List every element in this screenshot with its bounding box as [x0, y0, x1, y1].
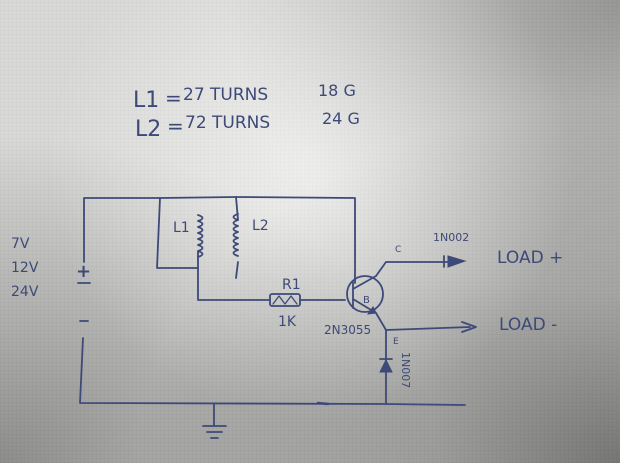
load-minus-arrow: [461, 321, 477, 333]
diode-1n007-symbol: [379, 358, 393, 373]
label-transistor: 2N3055: [324, 323, 371, 337]
supply-voltage-12v: 12V: [11, 260, 39, 276]
spec-l2-wire: 24 G: [322, 109, 360, 128]
transistor-emitter-arrow: [366, 306, 377, 315]
spec-l2-label: L2: [135, 117, 161, 142]
label-diode-top: 1N002: [433, 231, 469, 244]
spec-l2-eq: =: [167, 114, 184, 138]
label-base: B: [363, 295, 370, 306]
supply-voltage-7v: 7V: [11, 236, 30, 252]
l2-bottom-wire: [235, 261, 239, 279]
ground-symbol: [202, 403, 227, 439]
resistor-r1: [269, 293, 301, 307]
label-l1: L1: [173, 220, 190, 236]
coil-spec-l1: L1 = 27 TURNS 18 G: [133, 81, 356, 113]
ground-rail-wire: [79, 337, 466, 406]
label-r1-value: 1K: [278, 314, 297, 330]
transistor-body: [346, 275, 384, 313]
coil-l1: [197, 214, 204, 258]
label-load-minus: LOAD -: [499, 315, 557, 335]
emitter-wire: [375, 312, 471, 331]
l1-base-wire: [197, 251, 271, 301]
coil-l2: [232, 213, 239, 257]
spec-l1-label: L1: [133, 88, 159, 113]
spec-l1-wire: 18 G: [318, 81, 356, 100]
collector-wire: [375, 261, 453, 277]
spec-l1-turns: 27 TURNS: [183, 85, 268, 105]
battery-symbol: [77, 282, 91, 322]
label-diode-bottom: 1N007: [399, 352, 412, 388]
l1-top-loop-wire: [156, 197, 199, 269]
l2-top-wire: [235, 196, 239, 221]
spec-l2-turns: 72 TURNS: [185, 113, 270, 133]
rail-mark: [316, 401, 330, 406]
label-r1: R1: [282, 277, 301, 293]
spec-l1-eq: =: [165, 86, 182, 110]
top-wire: [83, 196, 356, 284]
supply-voltage-24v: 24V: [11, 284, 39, 300]
label-collector: C: [395, 245, 401, 255]
coil-spec-l2: L2 = 72 TURNS 24 G: [135, 109, 360, 142]
label-load-plus: LOAD +: [497, 248, 563, 268]
diode-1n002-symbol: [447, 255, 467, 268]
label-l2: L2: [252, 218, 269, 234]
battery-plus-sign: +: [76, 261, 91, 282]
label-emitter: E: [393, 337, 399, 347]
